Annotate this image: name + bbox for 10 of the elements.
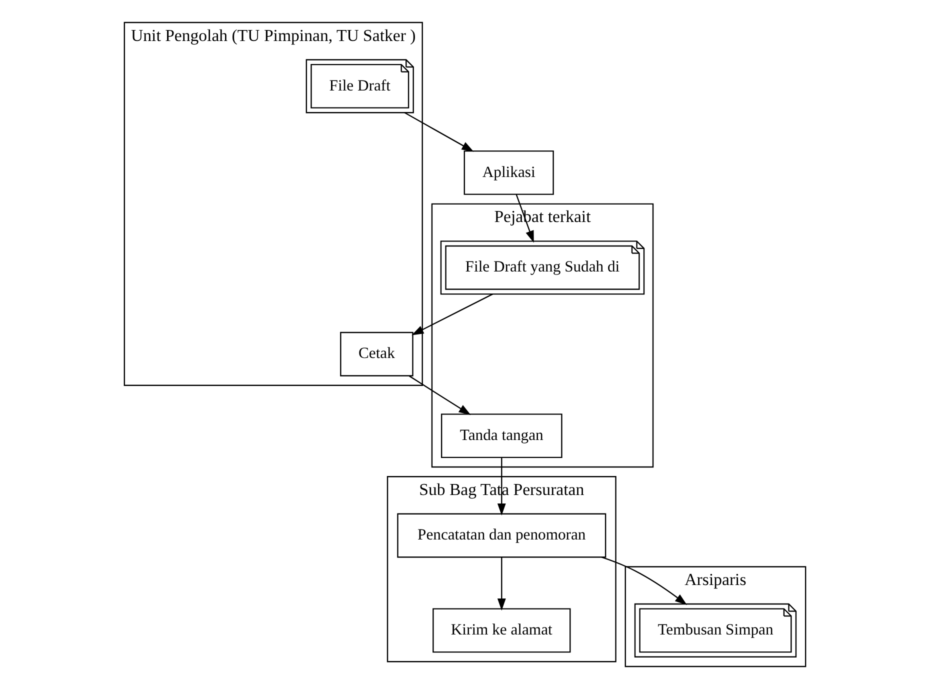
node-box: Kirim ke alamat (432, 608, 571, 653)
node-box: Aplikasi (464, 150, 554, 195)
node-box: Tanda tangan (440, 414, 562, 458)
node-box: Cetak (340, 332, 414, 376)
arrow (601, 556, 687, 605)
arrow (412, 294, 494, 336)
arrow (404, 112, 474, 152)
arrow (497, 557, 506, 611)
arrow (408, 375, 471, 416)
node-box: Pencatatan dan penomoran (397, 513, 606, 558)
